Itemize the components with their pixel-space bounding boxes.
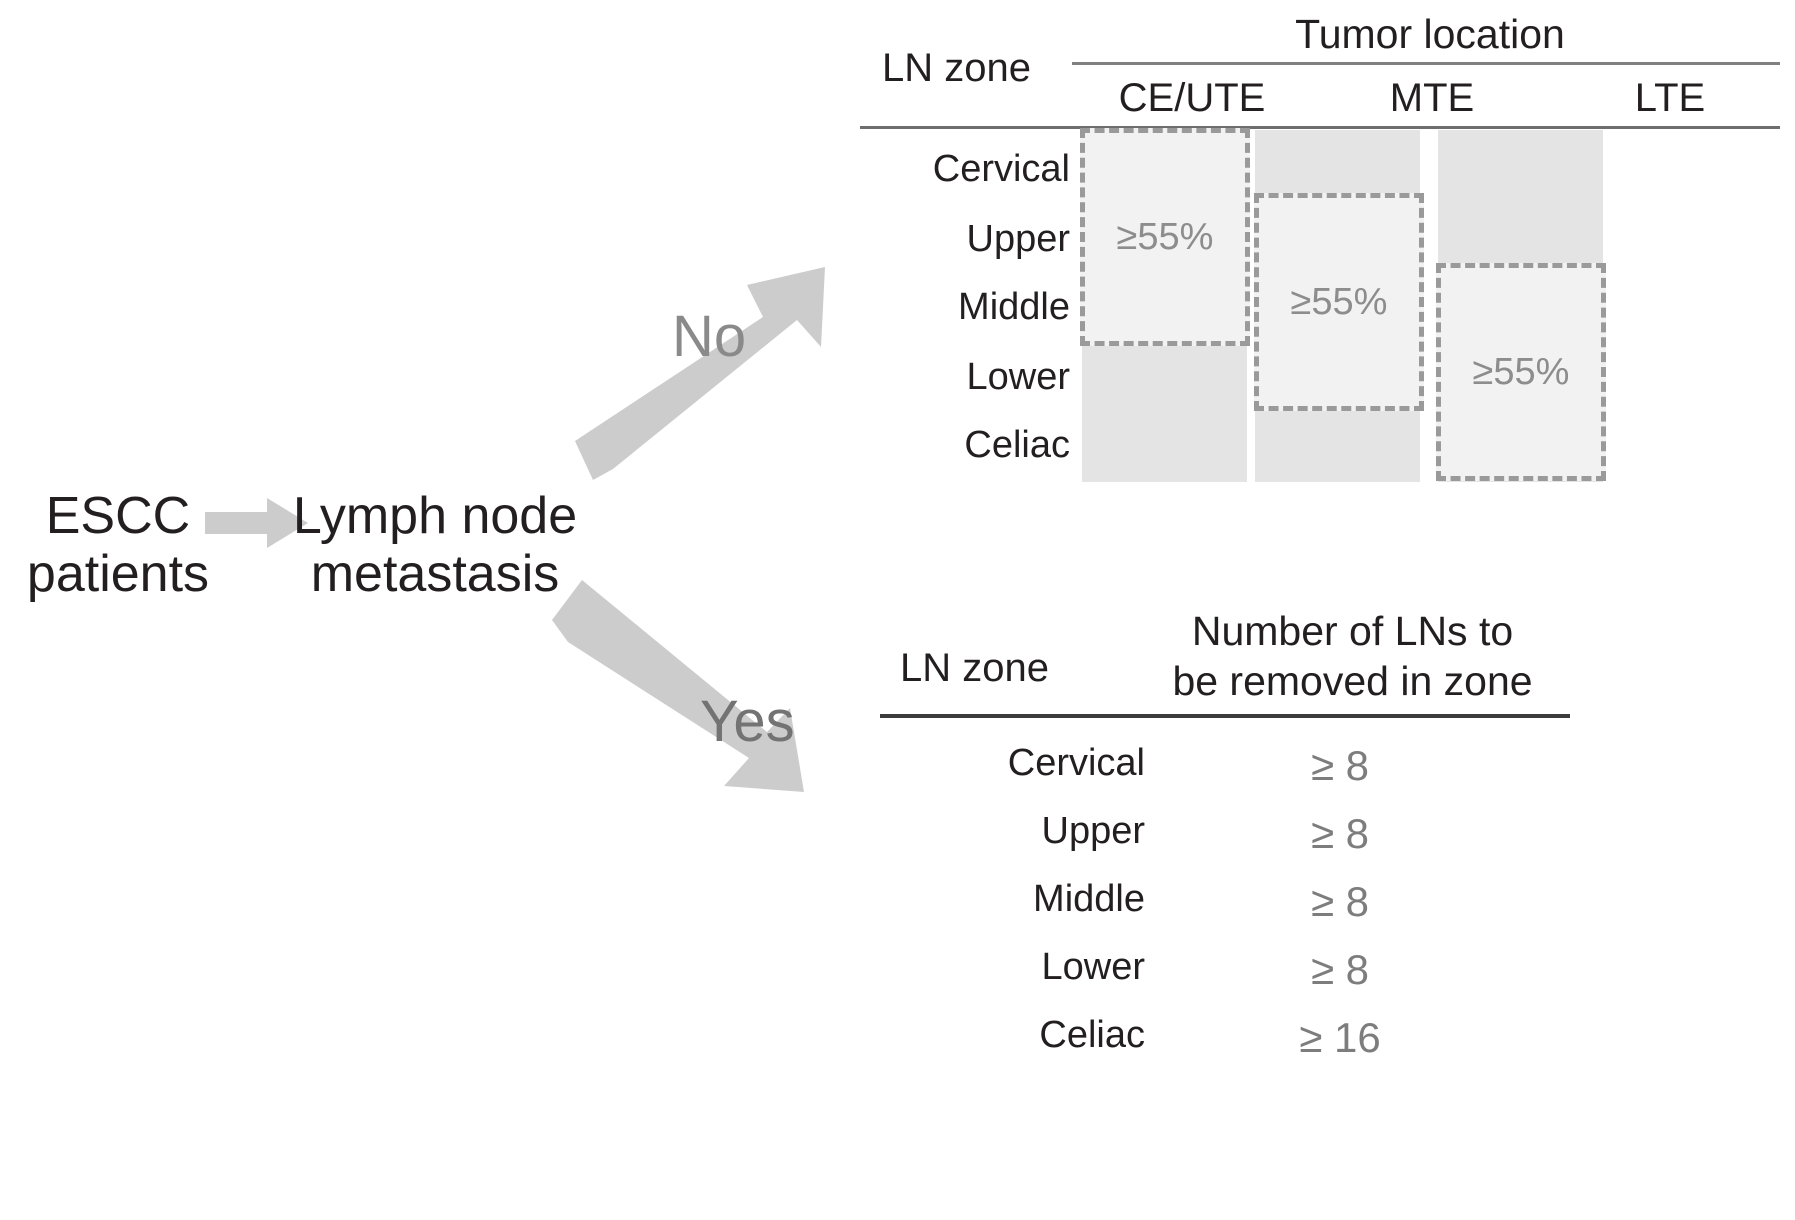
tumor-table-column-header-ce-ute: CE/UTE (1118, 76, 1266, 120)
flow-node-lymph-node-metastasis: Lymph node metastasis (292, 487, 578, 604)
tumor-cell-highlight-mte: ≥55% (1254, 193, 1424, 411)
tumor-cell-value-mte: ≥55% (1290, 280, 1388, 323)
tumor-table-row-label-lower: Lower (966, 356, 1071, 398)
tumor-table-header-rule (860, 126, 1780, 129)
ln-row-zone-lower: Lower (1041, 946, 1146, 988)
tumor-cell-value-lte: ≥55% (1472, 350, 1570, 393)
tumor-cell-value-ce-ute: ≥55% (1116, 215, 1214, 258)
table-row: Upper ≥ 8 (880, 810, 1570, 878)
flow-node-escc-patients: ESCC patients (26, 487, 210, 604)
ln-table-header-rule (880, 714, 1570, 718)
ln-row-zone-celiac: Celiac (1039, 1014, 1145, 1056)
table-row: Lower ≥ 8 (880, 946, 1570, 1014)
ln-row-value-cervical: ≥ 8 (1310, 742, 1370, 789)
arrow-branch-no (575, 267, 825, 480)
tumor-cell-highlight-ce-ute: ≥55% (1080, 128, 1250, 346)
arrow-start-to-decision (205, 498, 308, 548)
tumor-cell-highlight-lte: ≥55% (1436, 263, 1606, 481)
tumor-table-row-header-label: LN zone (882, 46, 1031, 90)
ln-removal-table: LN zone Number of LNs to be removed in z… (880, 608, 1580, 1210)
ln-row-value-lower: ≥ 8 (1310, 946, 1370, 993)
branch-label-no: No (672, 304, 747, 369)
tumor-table-column-header-mte: MTE (1389, 76, 1475, 120)
ln-row-zone-upper: Upper (1041, 810, 1146, 852)
tumor-table-group-header: Tumor location (1295, 11, 1565, 57)
ln-row-value-upper: ≥ 8 (1310, 810, 1370, 857)
ln-row-value-middle: ≥ 8 (1310, 878, 1370, 925)
tumor-table-row-label-middle: Middle (958, 286, 1070, 328)
table-row: Celiac ≥ 16 (880, 1014, 1570, 1082)
arrow-branch-yes (552, 580, 804, 792)
tumor-table-row-label-cervical: Cervical (932, 148, 1070, 190)
table-row: Cervical ≥ 8 (880, 742, 1570, 810)
ln-table-row-header-label: LN zone (900, 646, 1049, 690)
tumor-table-column-header-lte: LTE (1634, 76, 1706, 120)
tumor-table-row-label-upper: Upper (966, 218, 1071, 260)
ln-row-zone-cervical: Cervical (1007, 742, 1145, 784)
tumor-table-row-label-celiac: Celiac (964, 424, 1070, 466)
table-row: Middle ≥ 8 (880, 878, 1570, 946)
tumor-table-group-rule (1072, 62, 1780, 65)
tumor-location-table: LN zone Tumor location CE/UTE MTE LTE Ce… (860, 8, 1790, 488)
ln-table-value-header: Number of LNs to be removed in zone (1172, 608, 1533, 705)
branch-label-yes: Yes (700, 689, 795, 754)
ln-row-value-celiac: ≥ 16 (1299, 1014, 1381, 1061)
ln-row-zone-middle: Middle (1033, 878, 1145, 920)
